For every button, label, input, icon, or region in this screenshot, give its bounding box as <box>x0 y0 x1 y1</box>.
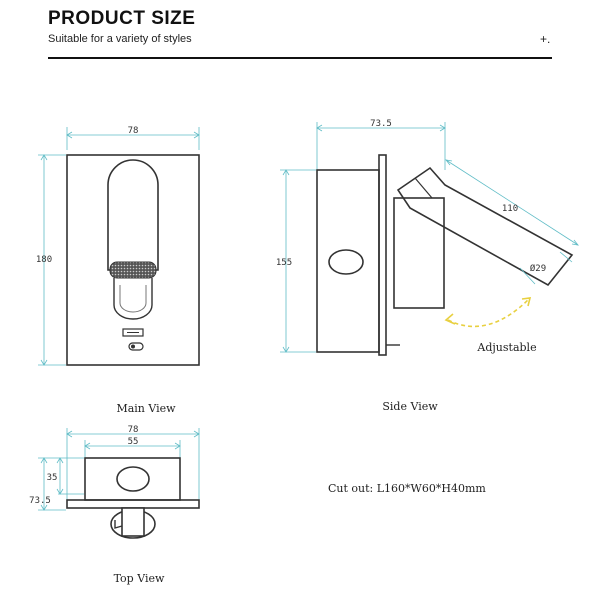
top-button-hole <box>116 466 150 492</box>
side-height-label: 155 <box>276 258 292 268</box>
adjust-arrow-left <box>444 313 456 325</box>
top-depth-dimension <box>38 457 84 495</box>
top-view-caption: Top View <box>114 572 165 585</box>
side-arm-label: 110 <box>502 204 518 214</box>
adjust-arrow-right <box>521 297 532 307</box>
side-arm-dimension <box>445 159 579 246</box>
adjustable-label: Adjustable <box>476 341 536 354</box>
side-diameter-dimension <box>519 251 573 285</box>
top-total-dimension <box>38 457 66 511</box>
adjust-arc <box>447 297 531 328</box>
top-flange <box>66 499 200 509</box>
side-view: 73.5 155 110 <box>276 119 579 413</box>
main-face-plate <box>66 154 200 366</box>
side-depth-dimension <box>316 122 446 170</box>
side-lamp-arm <box>396 166 574 287</box>
header-divider <box>48 57 552 59</box>
main-height-label: 180 <box>36 255 52 265</box>
side-button-hole <box>328 249 364 275</box>
top-width-label: 78 <box>128 425 139 435</box>
main-view: 78 180 Main View <box>36 126 200 415</box>
usb-port <box>122 328 144 337</box>
top-inner-dimension <box>84 440 181 460</box>
header-mark: +. <box>540 32 551 46</box>
main-width-dimension <box>66 127 200 150</box>
top-lamp-body <box>121 507 145 537</box>
side-depth-label: 73.5 <box>370 119 392 129</box>
main-height-dimension <box>38 154 66 366</box>
side-lamp-body <box>393 197 445 309</box>
main-loop-handle <box>113 278 153 320</box>
side-housing <box>316 169 380 353</box>
main-lamp-body <box>107 159 159 271</box>
top-width-dimension <box>66 428 200 500</box>
side-flange <box>378 154 387 356</box>
top-view: 78 55 35 73.5 <box>29 425 200 585</box>
page-title: PRODUCT SIZE <box>48 8 196 29</box>
main-loop-inner <box>119 285 147 313</box>
page-subtitle: Suitable for a variety of styles <box>48 33 192 45</box>
top-total-label: 73.5 <box>29 496 51 506</box>
top-inner-label: 55 <box>128 437 139 447</box>
side-view-caption: Side View <box>382 400 438 413</box>
top-depth-label: 35 <box>47 473 58 483</box>
main-lamp-grille <box>109 261 157 279</box>
side-diameter-label: Ø29 <box>530 263 546 274</box>
main-view-caption: Main View <box>116 402 176 415</box>
switch-button <box>128 342 144 351</box>
main-width-label: 78 <box>128 126 139 136</box>
side-height-dimension <box>280 169 316 353</box>
top-housing <box>84 457 181 501</box>
cutout-spec: Cut out: L160*W60*H40mm <box>328 482 486 495</box>
